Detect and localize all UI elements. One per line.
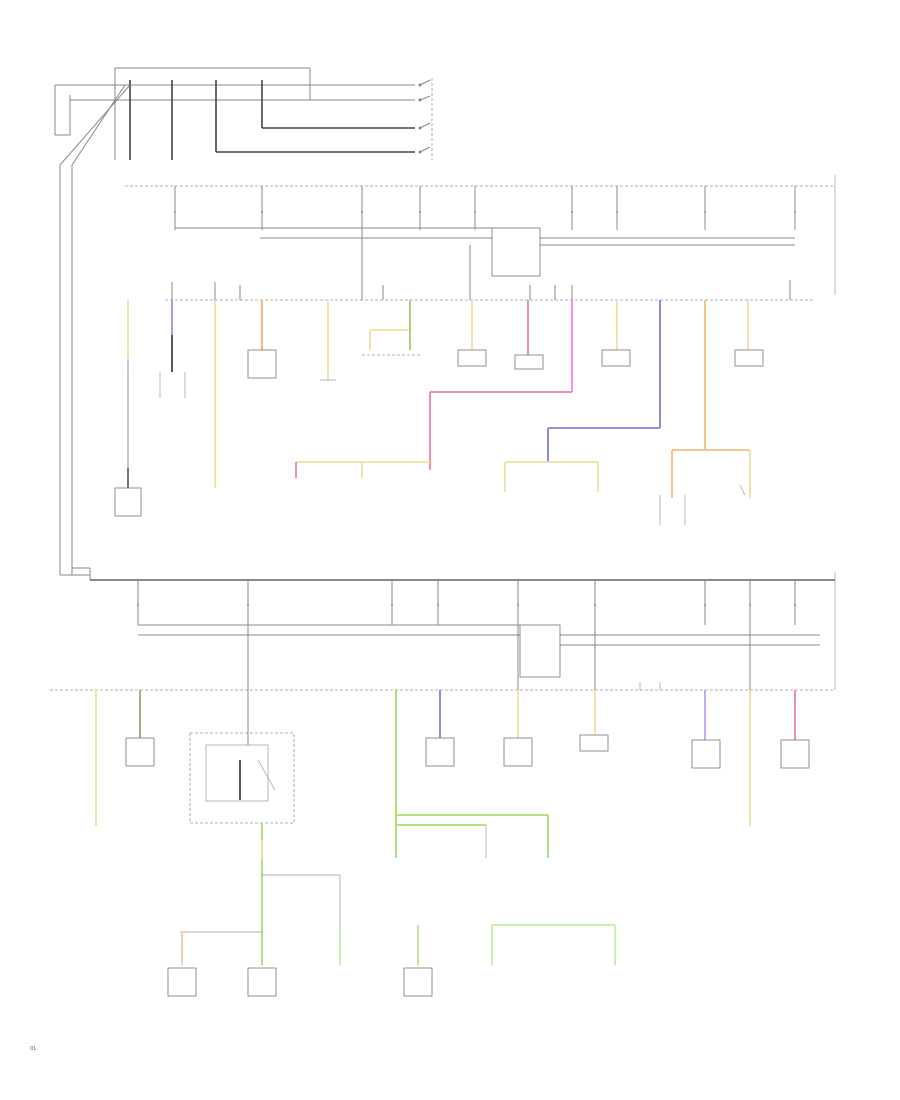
upper-colored-wires [114,300,751,517]
fuse-marks [137,211,796,606]
upper-components [457,349,764,525]
battery-ignition-section [54,67,433,576]
page-number: 01 [30,1046,36,1052]
lower-colored-wires [95,682,810,997]
upper-fuse-panel [125,175,836,301]
lower-fuse-panel [50,568,836,691]
ignition-switch-contacts [418,78,433,160]
